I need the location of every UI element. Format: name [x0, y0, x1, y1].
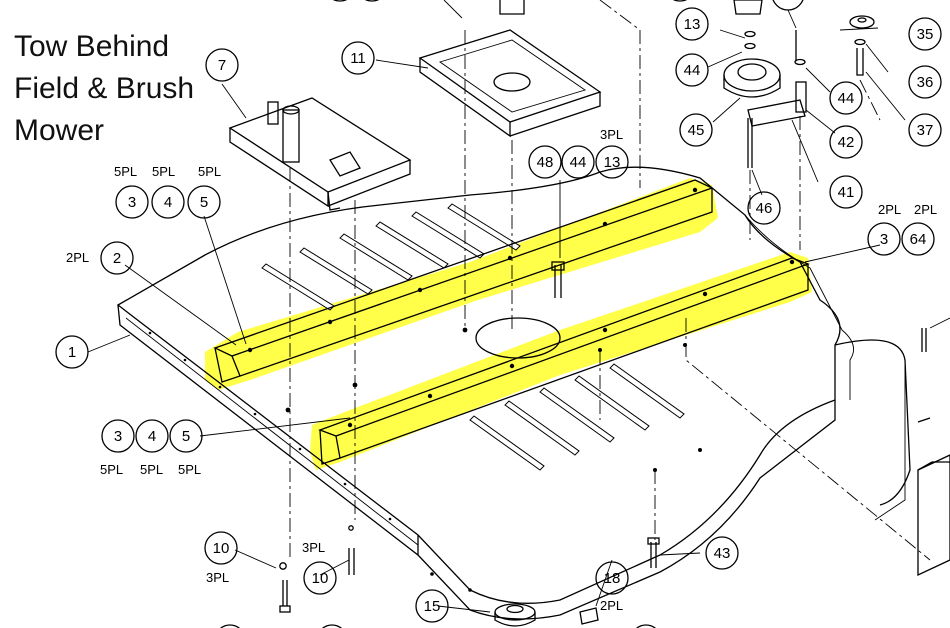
- callout-number: 4: [148, 428, 156, 445]
- qty-note: 2PL: [66, 250, 89, 265]
- callout-10-left: 10: [204, 531, 238, 565]
- callout-13-partial: 13: [772, 0, 804, 11]
- callout-number: 5: [182, 428, 190, 445]
- callout-number: 13: [604, 154, 621, 171]
- callout-number: 10: [213, 540, 230, 557]
- callout-number: 44: [684, 62, 701, 79]
- callout-number: 13: [684, 16, 701, 33]
- callout-number: 41: [838, 184, 855, 201]
- callout-46: 46: [747, 191, 781, 225]
- callout-number: 43: [714, 545, 731, 562]
- callout-7: 7: [205, 48, 239, 82]
- highlight-rail-front: [310, 252, 812, 470]
- callout-3-right: 3: [867, 222, 901, 256]
- callout-11: 11: [341, 41, 375, 75]
- callout-number: 15: [424, 598, 441, 615]
- callout-number: 5: [200, 194, 208, 211]
- qty-note: 3PL: [302, 540, 325, 555]
- bottom-hardware: [279, 261, 660, 627]
- callout-number: 64: [910, 231, 927, 248]
- title-line-3: Mower: [14, 114, 105, 147]
- callout-number: 13: [780, 0, 797, 3]
- callout-number: 3: [128, 194, 136, 211]
- callout-48: 48: [528, 145, 562, 179]
- callout-15: 15: [415, 589, 449, 623]
- edge-partial-callouts: [219, 0, 687, 628]
- title-line-2: Field & Brush: [14, 72, 195, 105]
- callout-1: 1: [55, 335, 89, 369]
- callout-5-bottom: 5: [169, 419, 203, 453]
- leader-lines: [87, 0, 950, 613]
- callout-44-bolt: 44: [561, 145, 595, 179]
- deck-slots-rear: [261, 203, 521, 311]
- callout-64: 64: [901, 222, 935, 256]
- quantity-notes: 5PL 5PL 5PL 2PL 5PL 5PL 5PL 3PL 2PL 2PL …: [66, 127, 937, 613]
- callout-13-pulley: 13: [675, 7, 709, 41]
- qty-note: 5PL: [114, 164, 137, 179]
- callout-45: 45: [679, 113, 713, 147]
- qty-note: 5PL: [178, 462, 201, 477]
- callout-44-pulley: 44: [675, 53, 709, 87]
- callout-number: 7: [218, 57, 226, 74]
- deck-slots-front: [469, 363, 685, 471]
- callout-42: 42: [829, 125, 863, 159]
- callout-number: 35: [917, 26, 934, 43]
- qty-note: 5PL: [100, 462, 123, 477]
- callout-number: 4: [164, 194, 172, 211]
- callout-4-top: 4: [151, 185, 185, 219]
- callout-number: 44: [570, 154, 587, 171]
- callout-number: 44: [838, 90, 855, 107]
- callout-13-bolt: 13: [595, 145, 629, 179]
- idler-pulley: [723, 0, 807, 168]
- angle-rail-rear: [213, 179, 714, 383]
- callout-number: 10: [312, 570, 329, 587]
- qty-note: 2PL: [600, 598, 623, 613]
- qty-note: 5PL: [152, 164, 175, 179]
- callout-41: 41: [829, 175, 863, 209]
- callout-number: 42: [838, 134, 855, 151]
- callout-43: 43: [705, 536, 739, 570]
- drive-pulley-hardware: [849, 15, 875, 76]
- spindle-plate: [418, 0, 602, 138]
- highlight-layer: [205, 178, 812, 470]
- callout-number: 46: [756, 200, 773, 217]
- deck-assembly: [116, 166, 911, 620]
- qty-note: 3PL: [600, 127, 623, 142]
- callout-37: 37: [908, 113, 942, 147]
- callout-35: 35: [908, 17, 942, 51]
- callout-4-bottom: 4: [135, 419, 169, 453]
- callout-balloons: 1 2 3 4 5 3 4 5 3 64 7 10 10 11 13 13 13…: [55, 0, 942, 623]
- callout-36: 36: [908, 65, 942, 99]
- callout-44-right: 44: [829, 81, 863, 115]
- callout-number: 37: [917, 122, 934, 139]
- callout-number: 45: [688, 122, 705, 139]
- qty-note: 5PL: [140, 462, 163, 477]
- angle-rail-front: [318, 257, 810, 465]
- qty-note: 2PL: [914, 202, 937, 217]
- callout-18: 18: [595, 561, 629, 595]
- right-edge-parts: [917, 328, 950, 577]
- callout-2: 2: [100, 241, 134, 275]
- callout-3-top: 3: [115, 185, 149, 219]
- callout-number: 18: [604, 570, 621, 587]
- callout-number: 48: [537, 154, 554, 171]
- qty-note: 3PL: [206, 570, 229, 585]
- qty-note: 2PL: [878, 202, 901, 217]
- hitch-bracket: [228, 97, 412, 211]
- callout-number: 3: [114, 428, 122, 445]
- title-line-1: Tow Behind: [14, 30, 170, 63]
- callout-number: 36: [917, 74, 934, 91]
- assembly-center-lines: [289, 0, 931, 561]
- qty-note: 5PL: [198, 164, 221, 179]
- callout-number: 11: [350, 50, 366, 67]
- callout-number: 2: [113, 250, 121, 267]
- callout-5-top: 5: [187, 185, 221, 219]
- callout-3-bottom: 3: [101, 419, 135, 453]
- callout-number: 3: [880, 231, 888, 248]
- callout-number: 1: [68, 344, 76, 361]
- callout-10-mid: 10: [303, 561, 337, 595]
